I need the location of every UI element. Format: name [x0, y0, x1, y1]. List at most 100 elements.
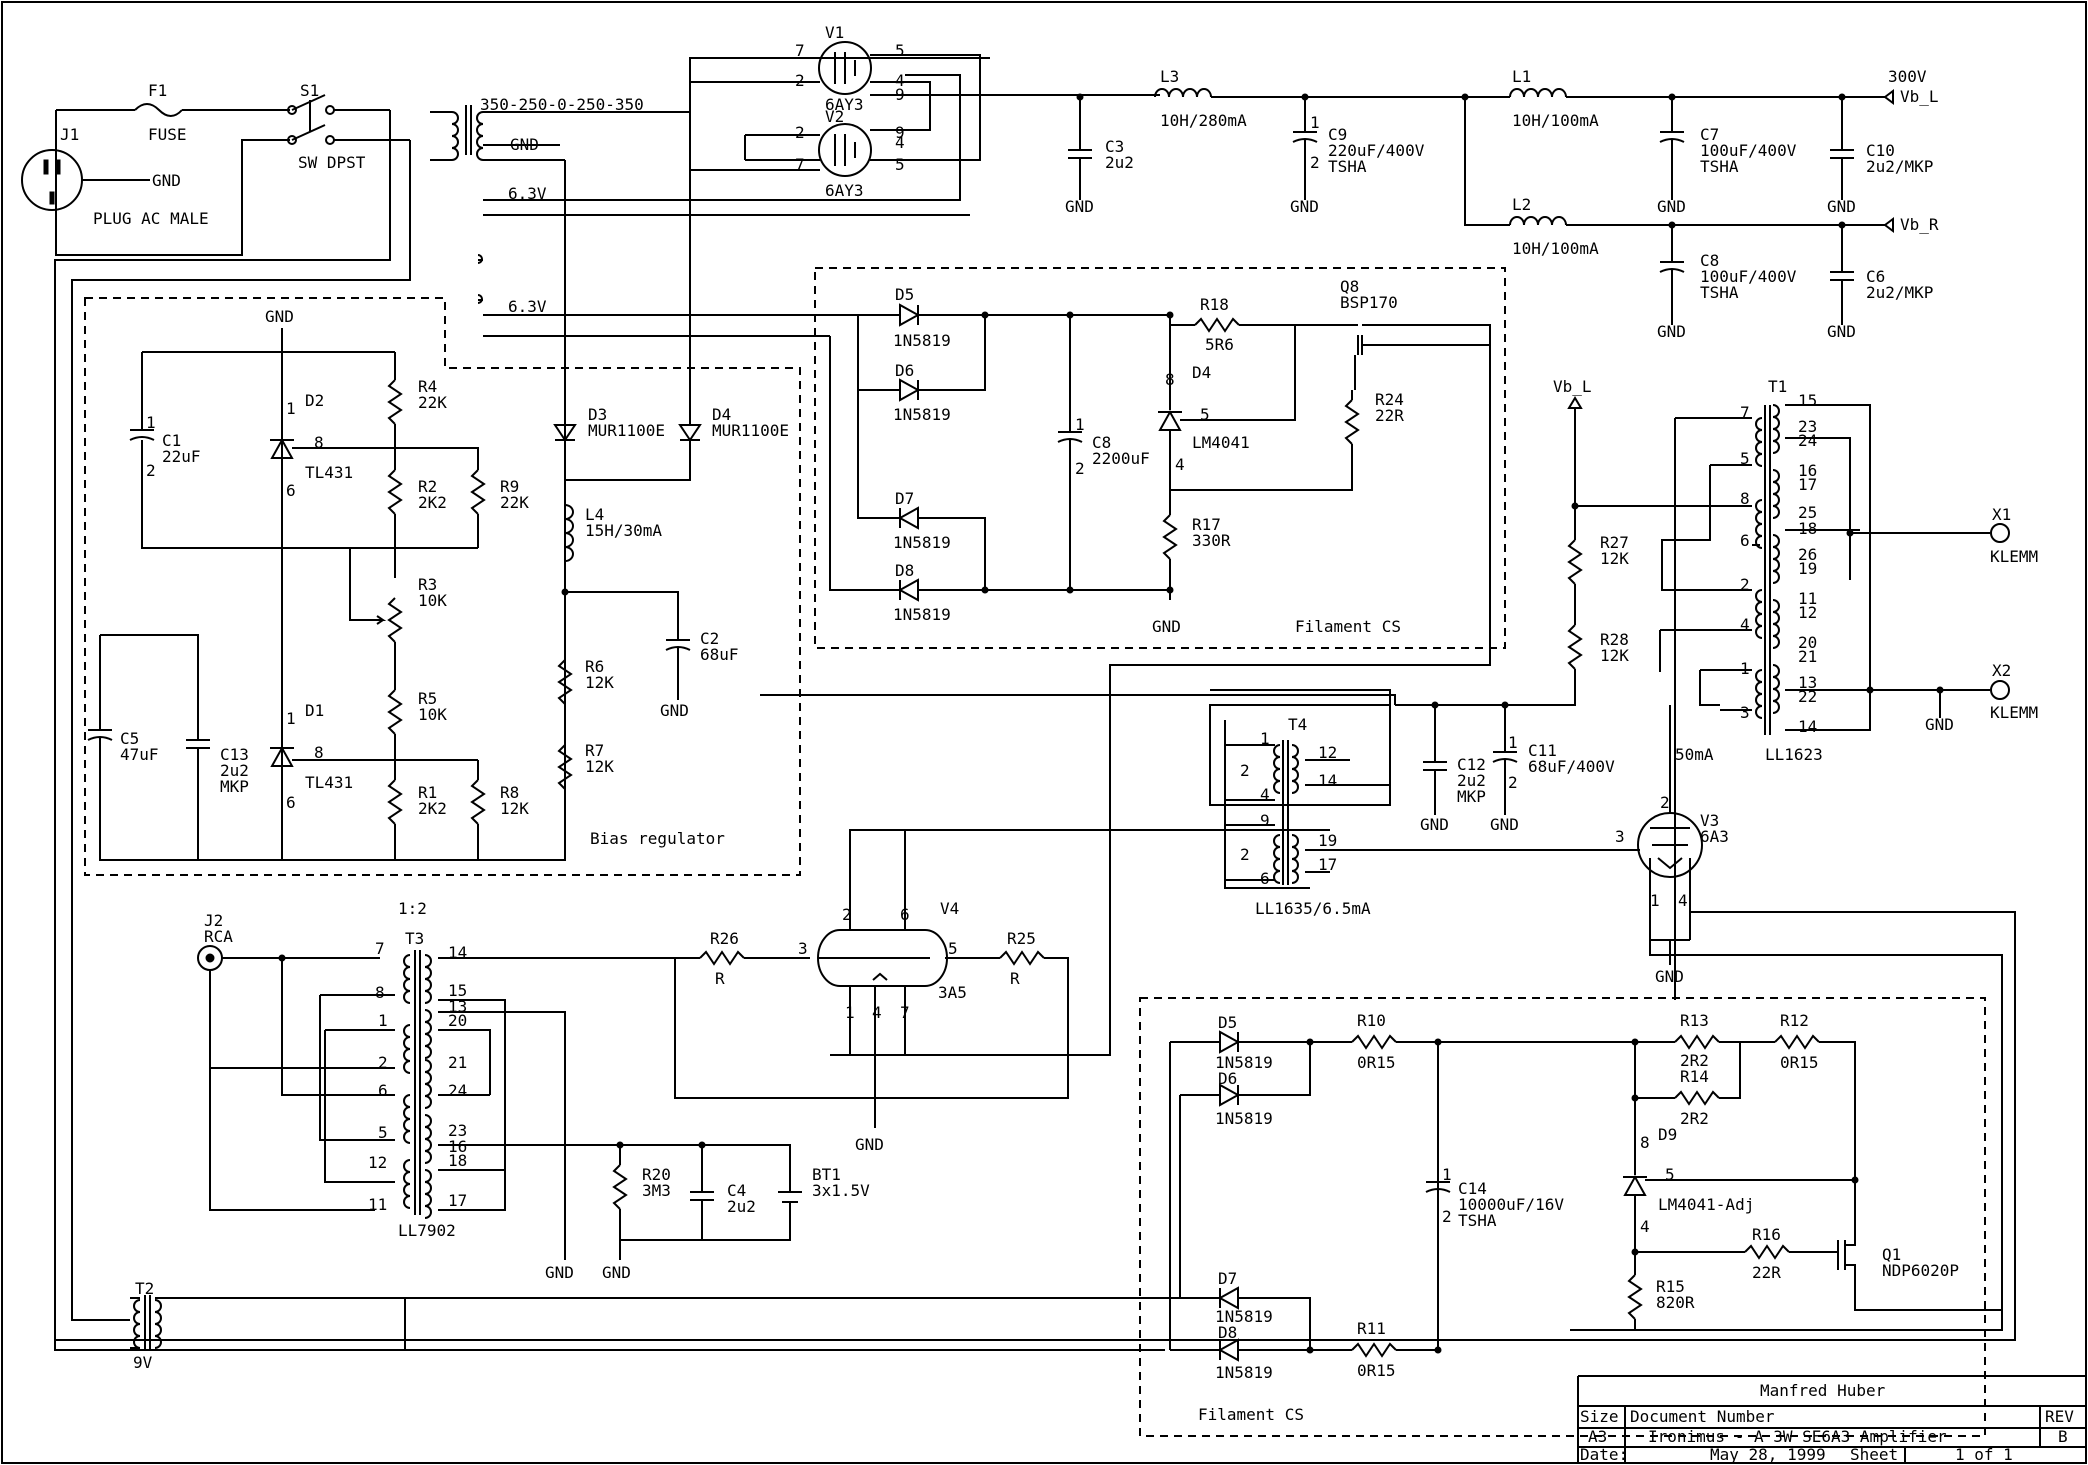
label-c5-value: 47uF — [120, 745, 159, 764]
svg-text:1: 1 — [1508, 733, 1518, 752]
label-d7-bot: D7 — [1218, 1269, 1237, 1288]
label-r24: R24 — [1375, 390, 1404, 409]
svg-text:5: 5 — [1200, 405, 1210, 424]
v2-tube-icon — [818, 123, 872, 177]
svg-text:23: 23 — [448, 1121, 467, 1140]
label-r12-value: 0R15 — [1780, 1053, 1819, 1072]
svg-text:1: 1 — [286, 709, 296, 728]
label-s1: S1 — [300, 81, 319, 100]
label-c9-tsha: TSHA — [1328, 157, 1367, 176]
svg-text:6: 6 — [1740, 531, 1750, 550]
label-l1-value: 10H/100mA — [1512, 111, 1599, 130]
label-r26: R26 — [710, 929, 739, 948]
svg-text:8: 8 — [1740, 489, 1750, 508]
label-c4: C4 — [727, 1181, 746, 1200]
label-r28: R28 — [1600, 630, 1629, 649]
label-v4-gnd: GND — [855, 1135, 884, 1154]
label-bt1-value: 3x1.5V — [812, 1181, 870, 1200]
label-c9-value: 220uF/400V — [1328, 141, 1425, 160]
label-d2-type: TL431 — [305, 463, 353, 482]
title-size-value: A3 — [1588, 1427, 1607, 1446]
filament-cs-top-box — [814, 267, 1506, 649]
label-v4: V4 — [940, 899, 959, 918]
label-c7-gnd: GND — [1657, 197, 1686, 216]
label-c12: C12 — [1457, 755, 1486, 774]
svg-text:16: 16 — [1798, 461, 1817, 480]
label-r18-value: 5R6 — [1205, 335, 1234, 354]
label-d5-top: D5 — [895, 285, 914, 304]
label-d2: D2 — [305, 391, 324, 410]
label-q1-value: NDP6020P — [1882, 1261, 1959, 1280]
label-l2-value: 10H/100mA — [1512, 239, 1599, 258]
svg-text:7: 7 — [375, 939, 385, 958]
label-r15-value: 820R — [1656, 1293, 1695, 1312]
label-c8-bplus: C8 — [1700, 251, 1719, 270]
x2-terminal-icon[interactable] — [1990, 680, 2010, 700]
svg-text:14: 14 — [1318, 771, 1337, 790]
label-r2: R2 — [418, 477, 437, 496]
label-c7-tsha: TSHA — [1700, 157, 1739, 176]
label-c8-tsha: TSHA — [1700, 283, 1739, 302]
label-d7-top-value: 1N5819 — [893, 533, 951, 552]
label-r20-gnd: GND — [602, 1263, 631, 1282]
title-rev-value: B — [2058, 1427, 2068, 1446]
label-bias-gnd: GND — [265, 307, 294, 326]
svg-text:13: 13 — [1798, 673, 1817, 692]
svg-text:5: 5 — [895, 41, 905, 60]
svg-text:4: 4 — [895, 71, 905, 90]
svg-text:8: 8 — [375, 983, 385, 1002]
label-x2-klemm: KLEMM — [1990, 703, 2038, 722]
label-d6-top: D6 — [895, 361, 914, 380]
svg-text:20: 20 — [448, 1011, 467, 1030]
label-l4: L4 — [585, 505, 604, 524]
label-c7-value: 100uF/400V — [1700, 141, 1797, 160]
label-r13: R13 — [1680, 1011, 1709, 1030]
svg-text:1: 1 — [1310, 113, 1320, 132]
label-x2: X2 — [1992, 661, 2011, 680]
label-r7-value: 12K — [585, 757, 614, 776]
label-c6-gnd: GND — [1827, 322, 1856, 341]
power-transformer: 350-250-0-250-350 GND 6.3V 6.3V — [430, 57, 990, 415]
filament-cs-bottom-box — [1139, 997, 1986, 1437]
label-l3-value: 10H/280mA — [1160, 111, 1247, 130]
label-l1: L1 — [1512, 67, 1531, 86]
label-c2-gnd: GND — [660, 701, 689, 720]
label-fil-gnd: GND — [1152, 617, 1181, 636]
svg-text:1: 1 — [1260, 729, 1270, 748]
svg-text:23: 23 — [1798, 417, 1817, 436]
label-f1: F1 — [148, 81, 167, 100]
svg-text:5: 5 — [378, 1123, 388, 1142]
label-q1: Q1 — [1882, 1245, 1901, 1264]
svg-text:6: 6 — [286, 481, 296, 500]
label-r16-value: 22R — [1752, 1263, 1781, 1282]
svg-text:12: 12 — [1798, 603, 1817, 622]
label-c5: C5 — [120, 729, 139, 748]
label-v2-type: 6AY3 — [825, 181, 864, 200]
svg-text:1: 1 — [1075, 415, 1085, 434]
svg-text:1: 1 — [1650, 891, 1660, 910]
label-c14: C14 — [1458, 1179, 1487, 1198]
svg-text:12: 12 — [368, 1153, 387, 1172]
label-d7-bot-value: 1N5819 — [1215, 1307, 1273, 1326]
label-rca: RCA — [204, 927, 233, 946]
svg-text:2: 2 — [1442, 1207, 1452, 1226]
label-l2: L2 — [1512, 195, 1531, 214]
label-x1: X1 — [1992, 505, 2011, 524]
label-j1-gnd: GND — [152, 171, 181, 190]
label-q8-value: BSP170 — [1340, 293, 1398, 312]
label-r9: R9 — [500, 477, 519, 496]
svg-text:17: 17 — [448, 1191, 467, 1210]
svg-text:1: 1 — [1442, 1165, 1452, 1184]
filament-cs-bottom: D5 1N5819 D6 1N5819 D7 1N5819 D8 1N5819 … — [1139, 997, 2002, 1437]
title-date-value: May 28, 1999 — [1710, 1445, 1826, 1464]
label-d1: D1 — [305, 701, 324, 720]
label-r11-value: 0R15 — [1357, 1361, 1396, 1380]
label-t3: T3 — [405, 929, 424, 948]
label-c7: C7 — [1700, 125, 1719, 144]
x1-terminal-icon[interactable] — [1990, 523, 2010, 543]
label-fuse: FUSE — [148, 125, 187, 144]
svg-text:19: 19 — [1798, 559, 1817, 578]
label-r1-value: 2K2 — [418, 799, 447, 818]
label-r6-value: 12K — [585, 673, 614, 692]
